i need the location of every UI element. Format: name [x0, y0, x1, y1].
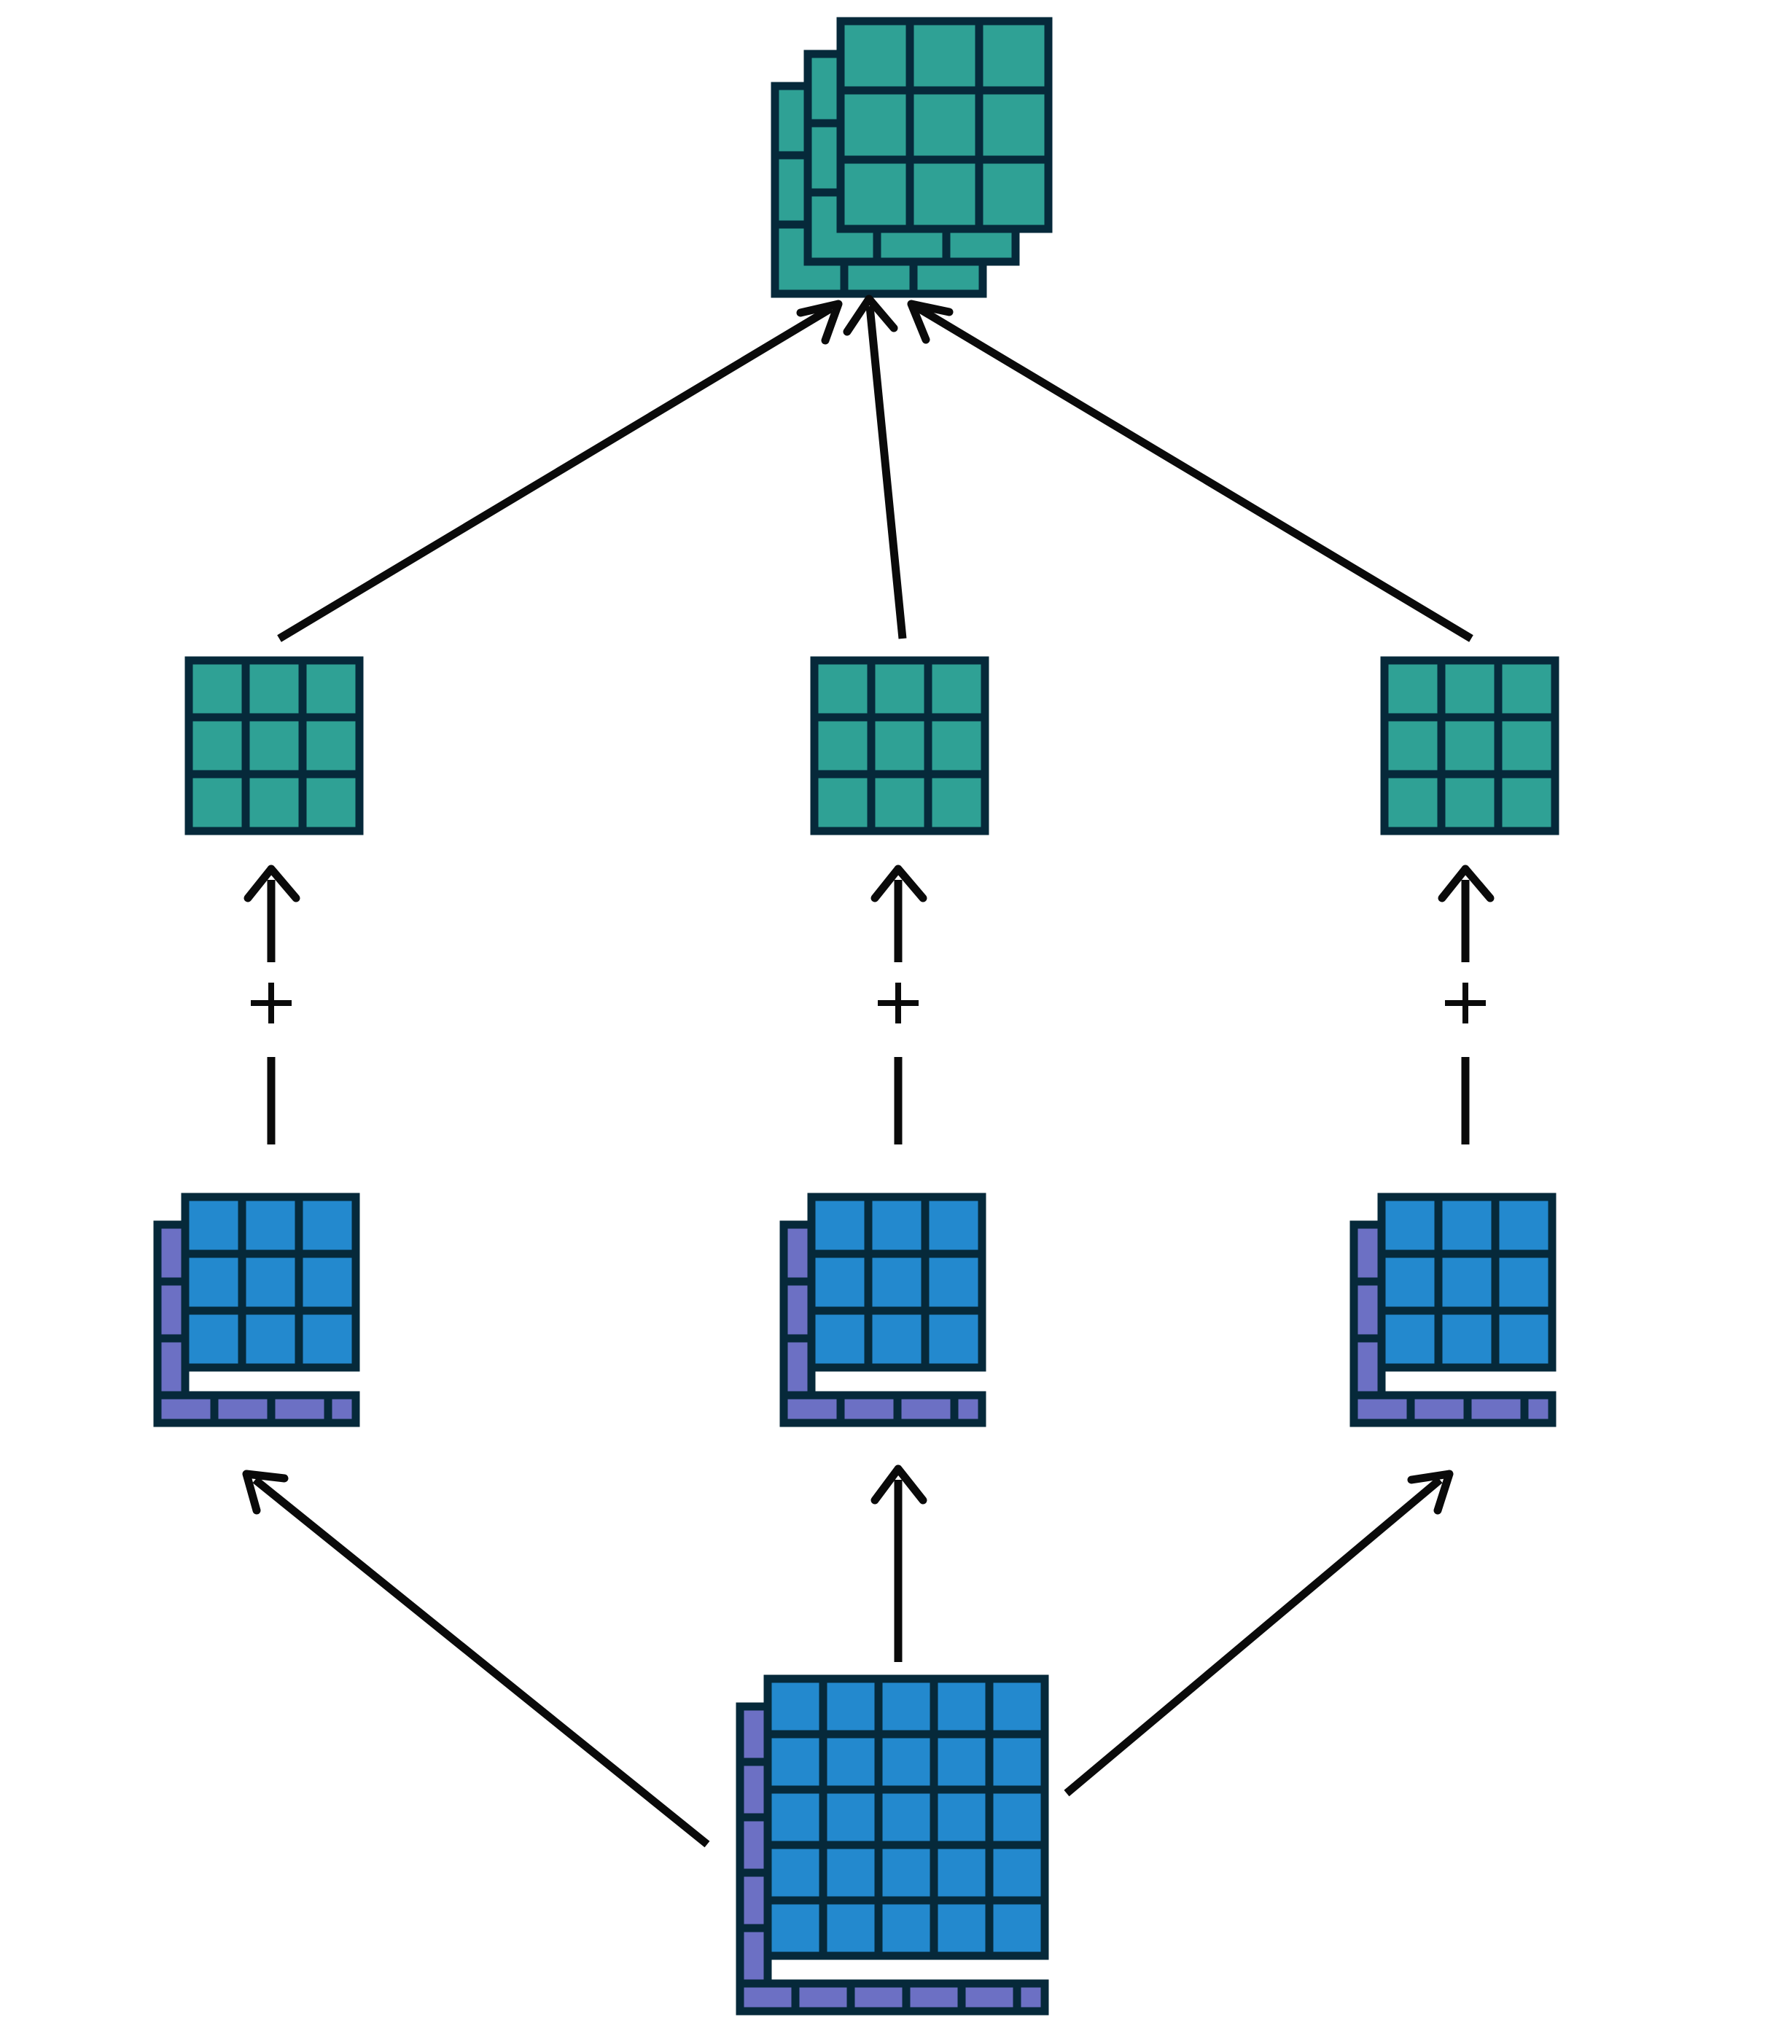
- input-cells-center: [807, 1193, 986, 1372]
- edge-center-add: [870, 865, 927, 1144]
- padded-input-patch-center: [779, 1193, 986, 1427]
- input-cells-left: [181, 1193, 360, 1372]
- intermediate-feature-map-right: [1380, 656, 1559, 835]
- input-cells-volume: [763, 1674, 1049, 1960]
- padding-cells-center: [779, 1220, 986, 1427]
- edge-left-add: [244, 865, 300, 1144]
- padded-input-patch-right: [1349, 1193, 1557, 1427]
- plus-operator-center: [878, 983, 919, 1023]
- padding-cells-left: [153, 1220, 360, 1427]
- edge-right-add: [1438, 865, 1495, 1144]
- output-feature-map-stack: [771, 17, 1053, 298]
- edge-volume-to-center-patch: [870, 1464, 927, 1662]
- edge-volume-to-right-patch: [1064, 1470, 1454, 1797]
- padded-input-volume: [736, 1674, 1049, 2016]
- edge-left-map-to-output: [277, 300, 843, 642]
- input-cells-right: [1377, 1193, 1557, 1372]
- edge-volume-to-left-patch: [242, 1470, 710, 1848]
- edge-center-map-to-output: [843, 294, 907, 639]
- edge-right-map-to-output: [907, 300, 1473, 642]
- padded-input-patch-left: [153, 1193, 360, 1427]
- plus-operator-left: [251, 983, 292, 1023]
- output-stack-layer-front: [836, 17, 1053, 233]
- intermediate-feature-map-center: [810, 656, 989, 835]
- plus-operator-right: [1445, 983, 1486, 1023]
- intermediate-feature-map-left: [184, 656, 364, 835]
- padding-cells-right: [1349, 1220, 1557, 1427]
